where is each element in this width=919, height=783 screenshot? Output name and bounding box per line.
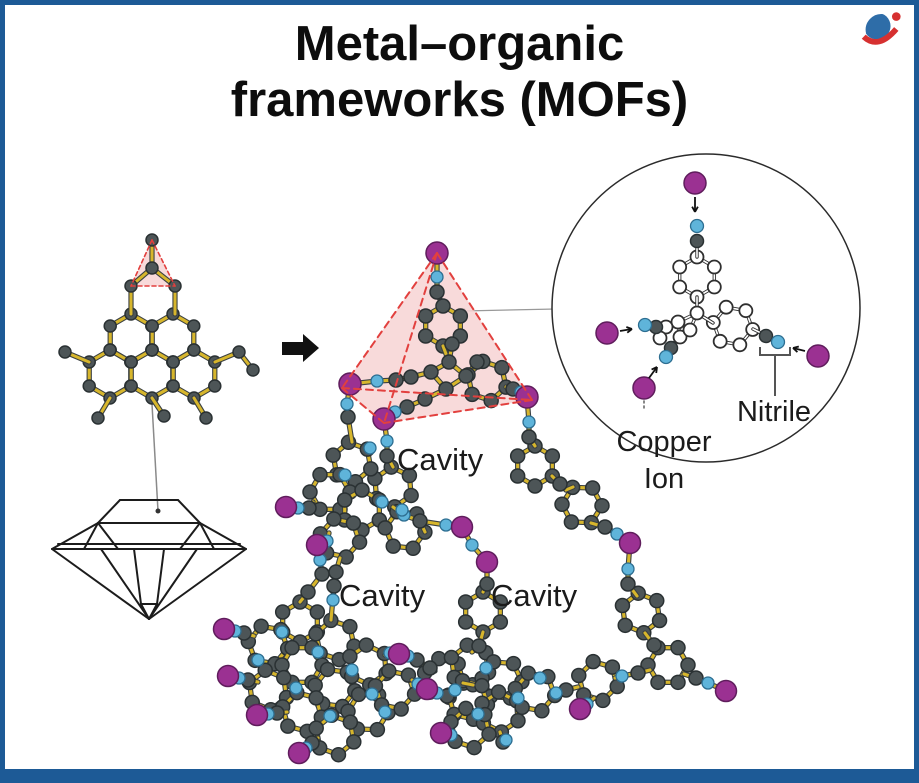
title-line1: Metal–organic [294,17,625,71]
mof-network [212,381,738,765]
unit-cell-tetrahedron [338,241,539,431]
brand-logo-icon [860,9,901,45]
transform-arrow-icon [282,334,319,362]
page-title: Metal–organic frameworks (MOFs) [0,16,919,128]
diamond-gem-drawing [51,499,247,620]
diamond-lattice [58,233,260,425]
copper-ion-label-line1: Copper [616,426,712,458]
copper-ion-label: Copper Ion [594,424,734,498]
title-line2: frameworks (MOFs) [230,73,689,127]
cavity-label-top: Cavity [397,442,484,477]
inset-magnified-circle [551,153,861,463]
nitrile-label: Nitrile [736,396,812,428]
copper-ion-label-line2: Ion [643,463,685,495]
cavity-label-right: Cavity [491,578,578,613]
cavity-label-left: Cavity [339,578,426,613]
